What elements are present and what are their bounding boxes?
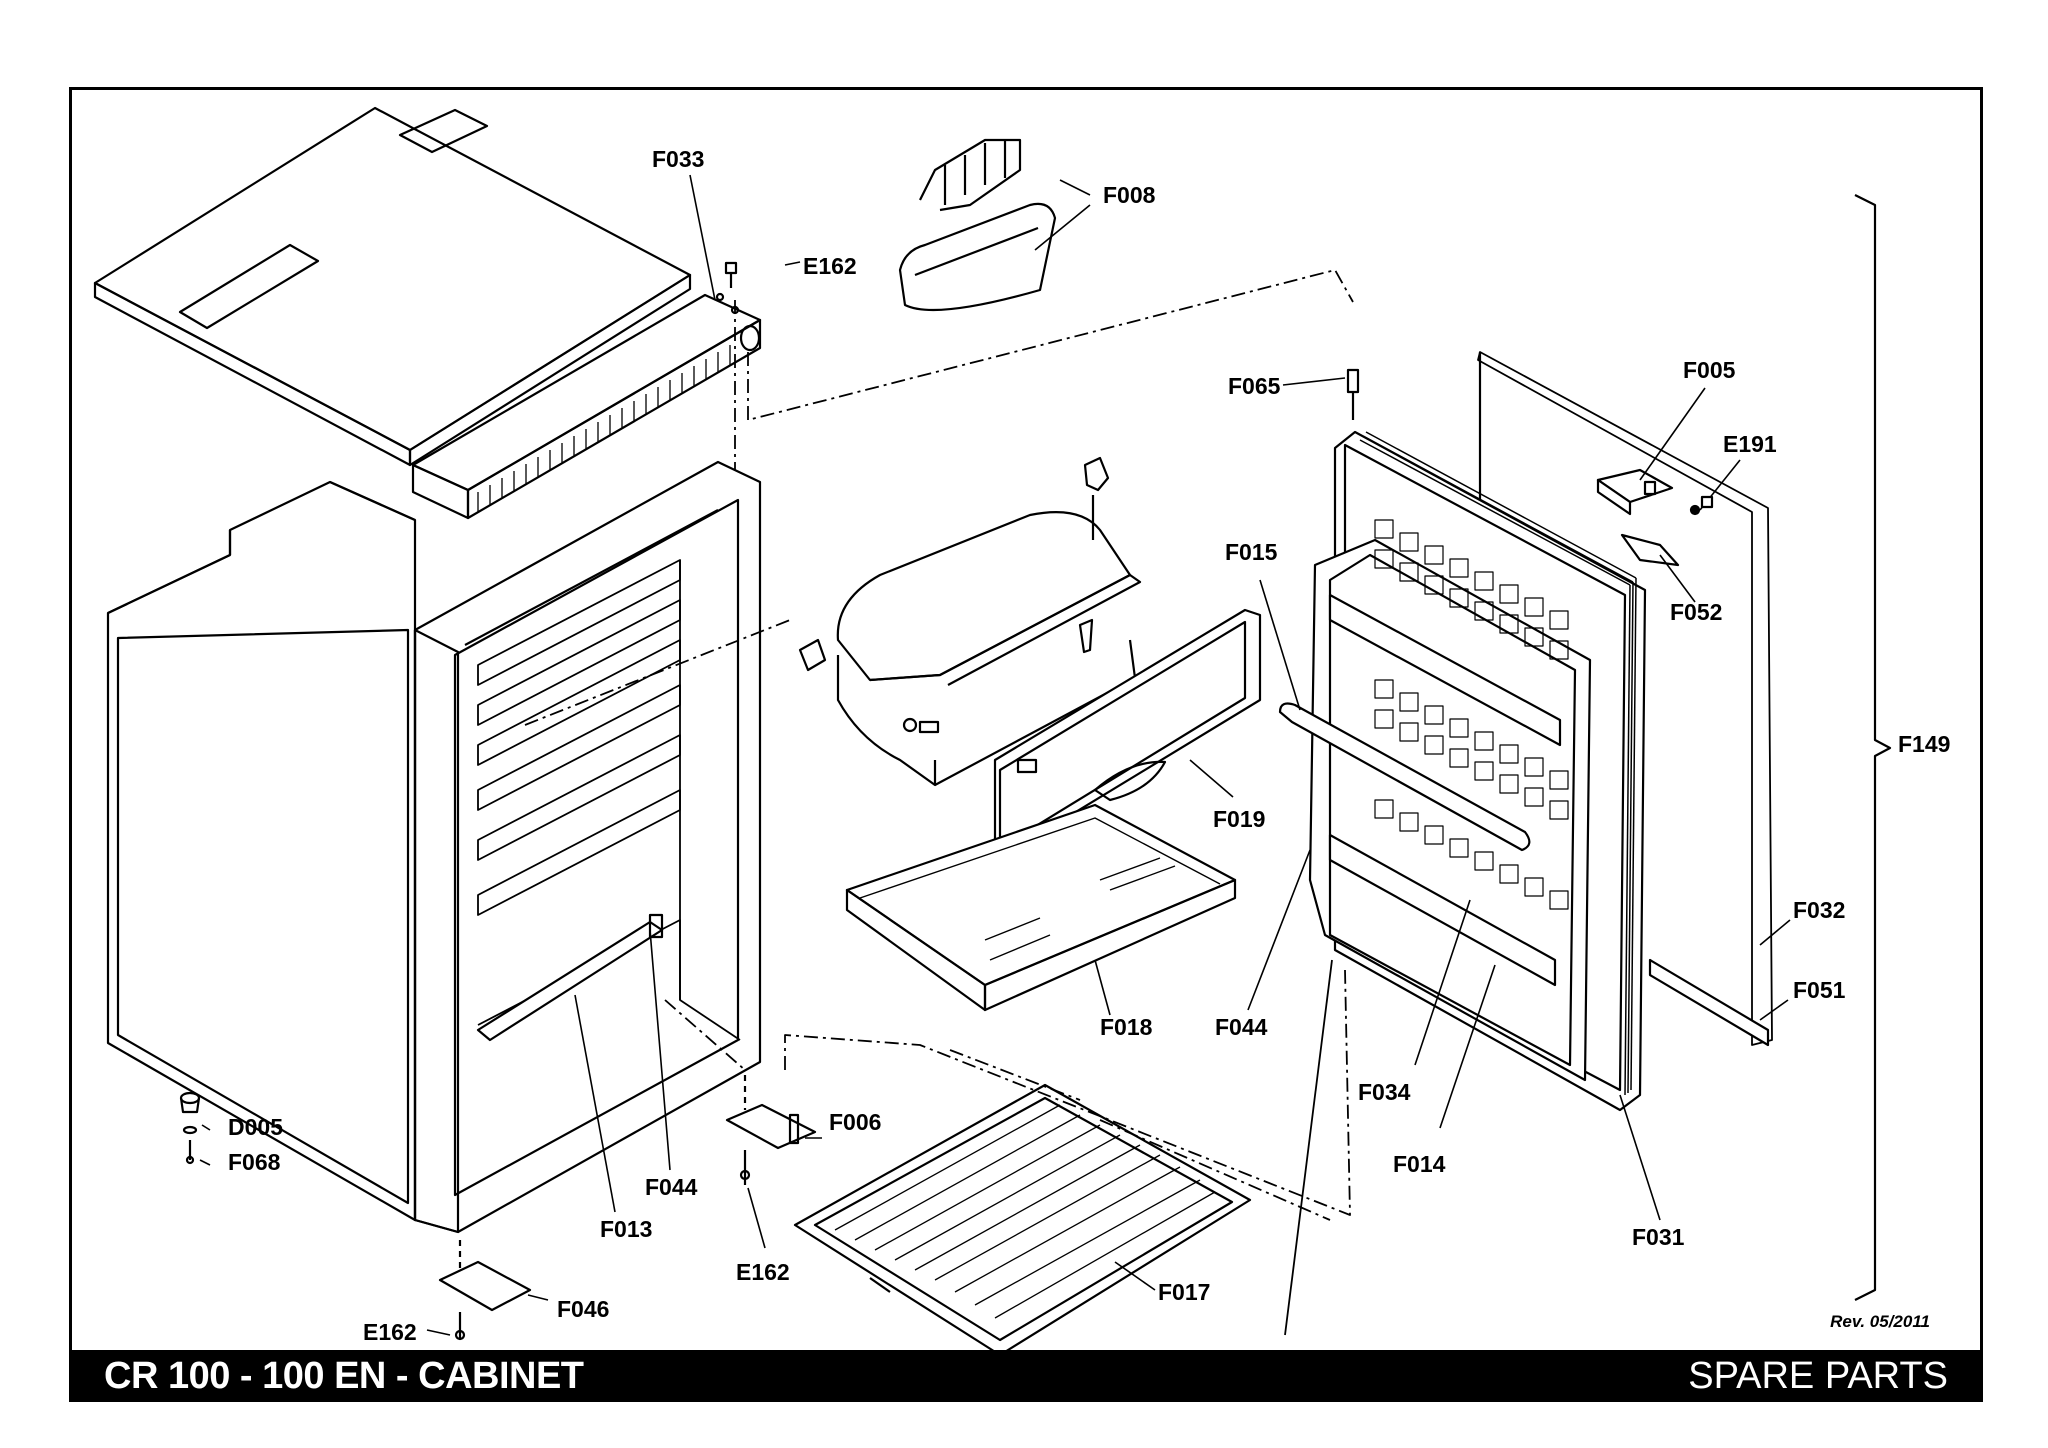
label-e191: E191	[1723, 431, 1777, 457]
section-label: SPARE PARTS	[1688, 1355, 1948, 1397]
label-f031: F031	[1632, 1224, 1685, 1250]
label-f044-door: F044	[1215, 1014, 1268, 1040]
label-f019: F019	[1213, 806, 1265, 832]
label-f034: F034	[1358, 1079, 1411, 1105]
label-e162-bottom: E162	[736, 1259, 790, 1285]
cabinet-body	[106, 460, 762, 1234]
assembly-lines	[524, 269, 1354, 1336]
label-f032: F032	[1793, 897, 1845, 923]
door-assembly	[1278, 430, 1647, 1112]
label-f018: F018	[1100, 1014, 1153, 1040]
label-f006: F006	[829, 1109, 881, 1135]
label-f005: F005	[1683, 357, 1736, 383]
hinge-pin-f065	[1346, 368, 1360, 420]
label-f149: F149	[1898, 731, 1950, 757]
hinge-f006	[725, 1075, 817, 1185]
label-f008: F008	[1103, 182, 1156, 208]
drip-tray-f018	[845, 803, 1237, 1012]
part-labels: F033 E162 F008 F065 F005 E191 F015 F052 …	[228, 146, 1950, 1345]
label-f033: F033	[652, 146, 704, 172]
label-f052: F052	[1670, 599, 1722, 625]
hinge-f046	[438, 1240, 532, 1341]
title-bar: CR 100 - 100 EN - CABINET SPARE PARTS	[69, 1350, 1983, 1402]
wire-shelf-f017	[793, 1083, 1252, 1357]
leader-lines	[199, 174, 1791, 1336]
label-f013: F013	[600, 1216, 652, 1242]
door-panel-f032	[1477, 351, 1773, 1046]
label-f046: F046	[557, 1296, 609, 1322]
label-f017: F017	[1158, 1279, 1210, 1305]
door-strip-f051	[1648, 958, 1770, 1047]
latch-f005	[1596, 468, 1701, 567]
drawing-title: CR 100 - 100 EN - CABINET	[104, 1355, 584, 1397]
foot-d005	[179, 1091, 201, 1165]
top-profile-f033	[411, 292, 762, 520]
cabinet-lid	[93, 106, 692, 467]
label-e162-hinge: E162	[363, 1319, 417, 1345]
label-d005: D005	[228, 1114, 283, 1140]
bar-f013	[476, 913, 664, 1042]
label-f068: F068	[228, 1149, 281, 1175]
label-f065: F065	[1228, 373, 1281, 399]
label-f014: F014	[1393, 1151, 1446, 1177]
f149-brace	[1854, 194, 1892, 1301]
label-f051: F051	[1793, 977, 1846, 1003]
label-e162-top: E162	[803, 253, 857, 279]
label-f015: F015	[1225, 539, 1278, 565]
screws	[724, 261, 1714, 509]
label-f044-cabinet: F044	[645, 1174, 698, 1200]
ice-tray-f008	[898, 138, 1057, 312]
revision-label: Rev. 05/2011	[1830, 1312, 1930, 1331]
freezer-compartment	[798, 456, 1142, 787]
